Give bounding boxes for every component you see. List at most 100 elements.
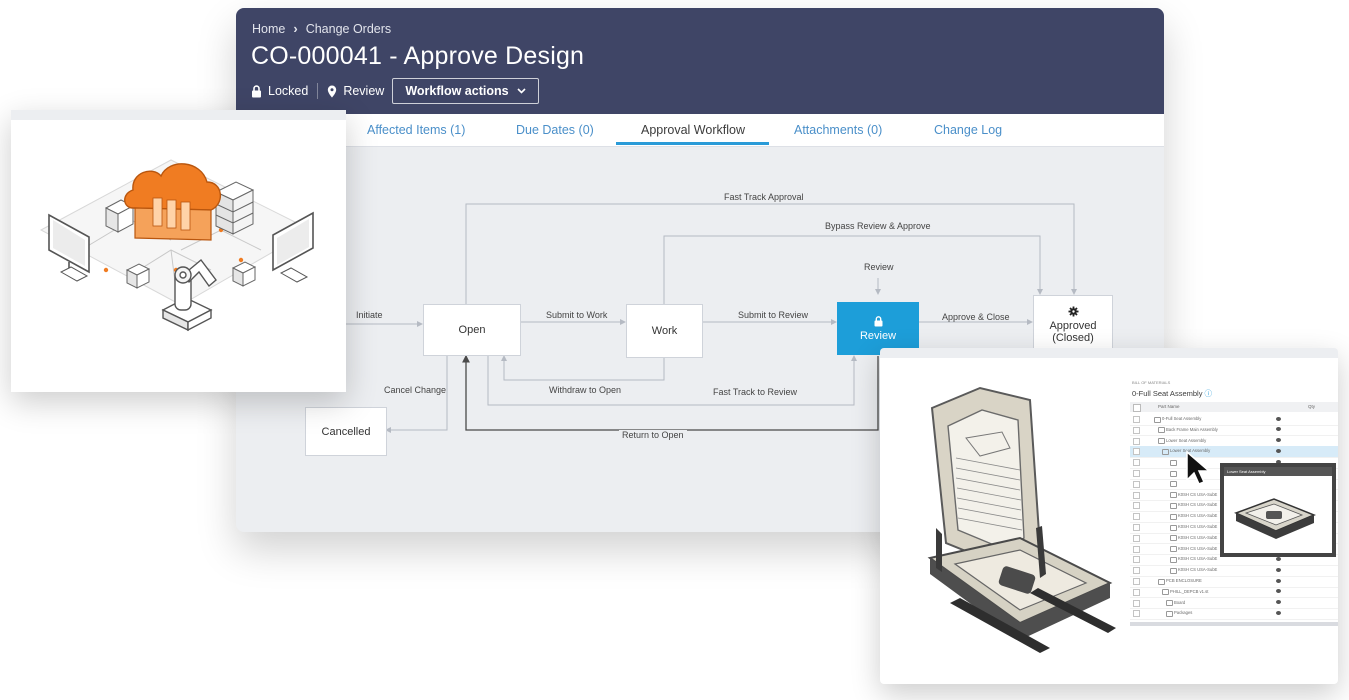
row-checkbox[interactable]	[1133, 448, 1140, 456]
tab-affected-items[interactable]: Affected Items (1)	[367, 123, 466, 137]
breadcrumb-change-orders[interactable]: Change Orders	[305, 21, 392, 36]
assembly-icon	[1170, 556, 1177, 563]
assembly-icon	[1170, 459, 1177, 466]
cloud-connectivity-card	[11, 110, 346, 392]
visibility-icon[interactable]	[1276, 567, 1281, 572]
visibility-icon[interactable]	[1276, 416, 1281, 421]
seat-3d-model[interactable]	[890, 378, 1130, 668]
assembly-icon	[1166, 600, 1173, 607]
row-checkbox[interactable]	[1133, 588, 1140, 596]
row-checkbox[interactable]	[1133, 459, 1140, 467]
bom-row-name: 0-Full Seat Assembly	[1162, 416, 1202, 421]
state-status: Review	[327, 84, 384, 98]
visibility-icon[interactable]	[1276, 600, 1281, 605]
bom-row[interactable]: Board	[1130, 598, 1338, 610]
row-checkbox[interactable]	[1133, 480, 1140, 488]
transition-submit-to-review[interactable]: Submit to Review	[738, 310, 809, 320]
workflow-diagram: Open Work Review Approved	[236, 146, 1164, 532]
row-checkbox[interactable]	[1133, 545, 1140, 553]
bom-row[interactable]: PHILL_DEPCB v1.st	[1130, 587, 1338, 599]
assembly-icon	[1162, 589, 1169, 596]
assembly-icon	[1162, 448, 1169, 455]
monitor-icon	[48, 213, 90, 282]
tab-attachments[interactable]: Attachments (0)	[794, 123, 883, 137]
row-checkbox[interactable]	[1133, 534, 1140, 542]
workflow-node-approved[interactable]: Approved (Closed)	[1033, 295, 1113, 355]
visibility-icon[interactable]	[1276, 459, 1281, 464]
transition-review[interactable]: Review	[864, 262, 894, 272]
visibility-icon[interactable]	[1276, 578, 1281, 583]
bom-row[interactable]: K0SH CS USA-SubE	[1130, 565, 1338, 577]
row-checkbox[interactable]	[1133, 437, 1140, 445]
visibility-icon[interactable]	[1276, 589, 1281, 594]
workflow-node-work[interactable]: Work	[626, 304, 703, 358]
transition-withdraw-to-open[interactable]: Withdraw to Open	[549, 385, 622, 395]
node-label-sub: (Closed)	[1052, 332, 1094, 344]
transition-submit-to-work[interactable]: Submit to Work	[546, 310, 608, 320]
column-qty[interactable]: Qty	[1308, 404, 1316, 409]
row-checkbox[interactable]	[1133, 610, 1140, 618]
tab-due-dates[interactable]: Due Dates (0)	[516, 123, 594, 137]
row-checkbox[interactable]	[1133, 567, 1140, 575]
visibility-icon[interactable]	[1276, 556, 1281, 561]
bom-row[interactable]: Back Frame Main Assembly	[1130, 425, 1338, 437]
bom-row-name: K0SH CS USA-SubE	[1178, 545, 1218, 551]
visibility-icon[interactable]	[1276, 448, 1281, 453]
assembly-icon	[1154, 416, 1161, 423]
row-checkbox[interactable]	[1133, 502, 1140, 510]
row-checkbox[interactable]	[1133, 599, 1140, 607]
breadcrumb-home[interactable]: Home	[252, 21, 286, 36]
row-checkbox[interactable]	[1133, 556, 1140, 564]
tab-approval-workflow[interactable]: Approval Workflow	[641, 123, 745, 137]
bom-row-name: K0SH CS USA-SubE	[1178, 534, 1218, 540]
part-preview-popup: Lower Seat Assembly	[1220, 463, 1336, 557]
transition-fast-track-approval[interactable]: Fast Track Approval	[724, 192, 804, 202]
horizontal-scrollbar[interactable]	[1130, 622, 1338, 626]
row-checkbox[interactable]	[1133, 416, 1140, 423]
assembly-icon	[1158, 578, 1165, 585]
assembly-icon	[1166, 610, 1173, 617]
workflow-actions-button[interactable]: Workflow actions	[392, 78, 539, 104]
transition-approve-close[interactable]: Approve & Close	[942, 312, 1010, 322]
bom-row-name: Back Frame Main Assembly	[1166, 426, 1218, 432]
workflow-node-open[interactable]: Open	[423, 304, 521, 356]
column-part-name[interactable]: Part Name	[1158, 404, 1180, 409]
transition-cancel-change[interactable]: Cancel Change	[384, 385, 447, 395]
bom-row[interactable]: PCB ENCLOSURE	[1130, 576, 1338, 588]
location-pin-icon	[328, 85, 337, 97]
row-checkbox[interactable]	[1133, 470, 1140, 477]
row-checkbox[interactable]	[1133, 491, 1140, 499]
bom-row-name: PCB ENCLOSURE	[1166, 578, 1202, 583]
visibility-icon[interactable]	[1276, 427, 1281, 432]
workflow-connectors	[346, 203, 1077, 433]
visibility-icon[interactable]	[1276, 610, 1281, 615]
bom-row[interactable]: Lower Seat Assembly	[1130, 446, 1338, 459]
transition-initiate[interactable]: Initiate	[356, 310, 383, 320]
row-checkbox[interactable]	[1133, 513, 1140, 521]
transition-fast-track-review[interactable]: Fast Track to Review	[713, 387, 798, 397]
bom-row[interactable]: K0SH CS USA-SubE	[1130, 554, 1338, 567]
help-icon[interactable]: ⓘ	[1204, 389, 1213, 398]
row-checkbox[interactable]	[1133, 578, 1140, 585]
assembly-icon	[1170, 492, 1177, 499]
chevron-down-icon	[517, 88, 526, 94]
select-all-checkbox[interactable]	[1133, 404, 1141, 412]
bom-row[interactable]: 0-Full Seat Assembly	[1130, 414, 1338, 426]
transition-return-to-open[interactable]: Return to Open	[619, 430, 687, 440]
row-checkbox[interactable]	[1133, 426, 1140, 434]
tab-change-log[interactable]: Change Log	[934, 123, 1003, 137]
workflow-node-cancelled[interactable]: Cancelled	[305, 407, 387, 456]
workflow-node-review[interactable]: Review	[837, 302, 919, 355]
assembly-icon	[1170, 567, 1177, 574]
transition-bypass-review[interactable]: Bypass Review & Approve	[825, 221, 931, 231]
assembly-icon	[1170, 546, 1177, 553]
bom-row-name: Lower Seat Assembly	[1170, 448, 1211, 454]
page-title: CO-000041 - Approve Design	[251, 42, 585, 70]
bom-row-name: Lower Seat Assembly	[1166, 437, 1207, 443]
cloud-icon	[124, 163, 221, 241]
bom-row[interactable]: Packages	[1130, 608, 1338, 621]
node-label: Review	[859, 329, 897, 342]
bom-viewer-card: BILL OF MATERIALS 0-Full Seat Assembly ⓘ…	[880, 348, 1338, 684]
row-checkbox[interactable]	[1133, 524, 1140, 531]
visibility-icon[interactable]	[1276, 438, 1281, 443]
